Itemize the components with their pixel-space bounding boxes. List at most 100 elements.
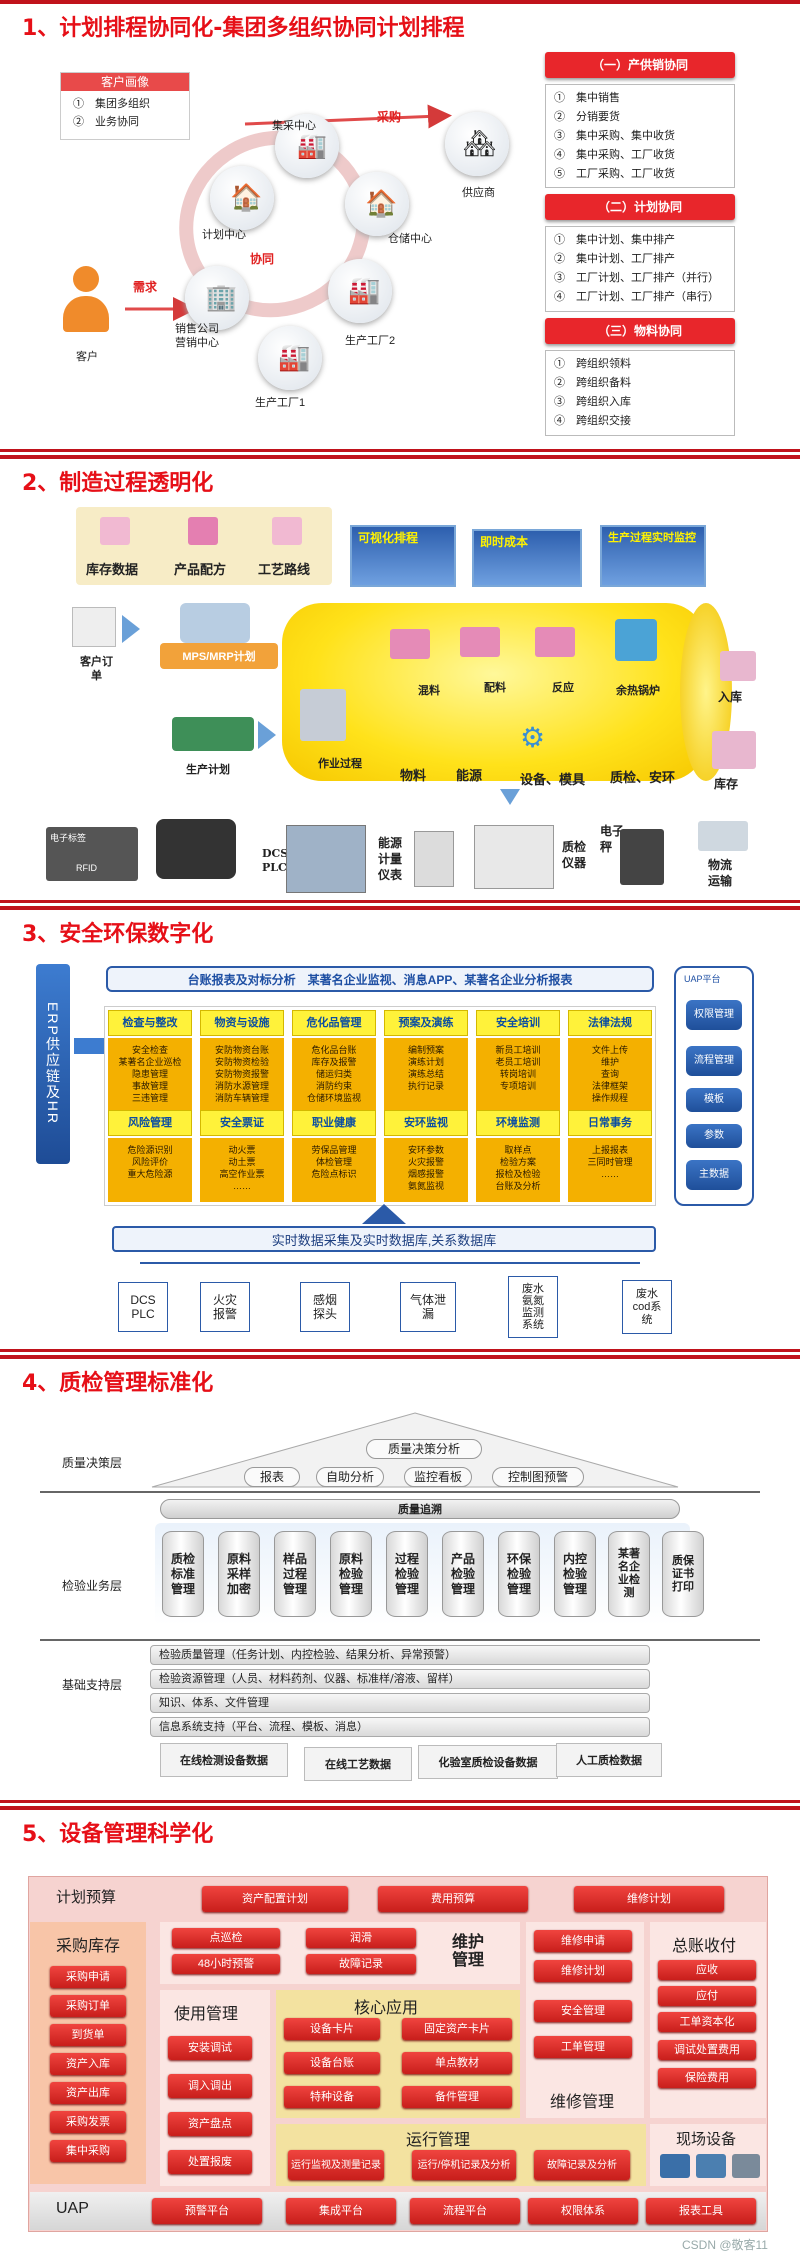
- use-item[interactable]: 资产盘点: [168, 2112, 252, 2136]
- inspection-module: 环保 检验 管理: [498, 1531, 540, 1617]
- use-item[interactable]: 安装调试: [168, 2036, 252, 2060]
- database-bar: 实时数据采集及实时数据库,关系数据库: [112, 1226, 656, 1252]
- uap-item[interactable]: 预警平台: [152, 2198, 262, 2224]
- node-cangchu: 🏠: [345, 172, 409, 236]
- uap-masterdata[interactable]: 主数据: [686, 1160, 742, 1190]
- label-supplier: 供应商: [462, 187, 495, 199]
- screen-scheduling: 可视化排程: [350, 525, 456, 587]
- plan-item[interactable]: 费用预算: [378, 1886, 528, 1912]
- gear-icon: ⚙: [520, 722, 546, 753]
- procure-item[interactable]: 采购订单: [50, 1995, 126, 2017]
- label-xiaoshou: 销售公司 营销中心: [175, 323, 219, 349]
- module-head: 法律法规: [568, 1010, 652, 1036]
- uap-item[interactable]: 集成平台: [286, 2198, 396, 2224]
- procure-label: 采购库存: [56, 1938, 121, 1955]
- label-plan: 生产计划: [186, 763, 230, 776]
- panel-equipment: 5、设备管理科学化 计划预算 资产配置计划 费用预算 维修计划 采购库存 采购申…: [0, 1806, 800, 2259]
- field-label: 现场设备: [676, 2131, 737, 2148]
- label-ruku: 入库: [718, 690, 743, 704]
- panel-quality: 4、质检管理标准化 质量决策层 检验业务层 基础支持层 质量决策分析 报表 自助…: [0, 1355, 800, 1803]
- label-jicai: 集采中心: [272, 120, 316, 132]
- core-item[interactable]: 设备卡片: [284, 2018, 380, 2040]
- repair-item[interactable]: 维修申请: [534, 1930, 632, 1952]
- module-head: 检查与整改: [108, 1010, 192, 1036]
- maint-item[interactable]: 润滑: [306, 1928, 416, 1948]
- label-zuoye: 作业过程: [318, 757, 362, 770]
- maint-item[interactable]: 点巡检: [172, 1928, 280, 1948]
- core-item[interactable]: 特种设备: [284, 2086, 380, 2108]
- factory-icon: 🏭: [348, 275, 381, 305]
- procure-item[interactable]: 资产出库: [50, 2082, 126, 2104]
- label-meter: 能源 计量 仪表: [378, 836, 403, 882]
- warehouse-icon: 🏭: [297, 133, 327, 160]
- label-route: 工艺路线: [258, 563, 311, 578]
- core-item[interactable]: 备件管理: [402, 2086, 512, 2108]
- procure-item[interactable]: 到货单: [50, 2024, 126, 2046]
- plan-label: 计划预算: [56, 1889, 117, 1906]
- use-item[interactable]: 调入调出: [168, 2074, 252, 2098]
- inspection-module: 样品 过程 管理: [274, 1531, 316, 1617]
- module-head: 安全培训: [476, 1010, 560, 1036]
- section-title: 4、质检管理标准化: [22, 1371, 214, 1396]
- double-arrow: [74, 1038, 104, 1054]
- uap-workflow[interactable]: 流程管理: [686, 1046, 742, 1076]
- repair-item[interactable]: 工单管理: [534, 2036, 632, 2058]
- support-bar: 检验资源管理（人员、材料药剂、仪器、标准样/溶液、留样）: [150, 1669, 650, 1689]
- factory-icon: 🏭: [278, 342, 311, 372]
- ledger-label: 总账收付: [672, 1938, 737, 1955]
- uap-template[interactable]: 模板: [686, 1088, 742, 1112]
- inspection-module: 原料 检验 管理: [330, 1531, 372, 1617]
- arrow-right: [258, 721, 276, 749]
- plan-item[interactable]: 维修计划: [574, 1886, 724, 1912]
- module-head: 日常事务: [568, 1110, 652, 1136]
- run-item[interactable]: 故障记录及分析: [534, 2150, 630, 2180]
- procure-item[interactable]: 采购申请: [50, 1966, 126, 1988]
- use-item[interactable]: 处置报废: [168, 2150, 252, 2174]
- uap-item[interactable]: 权限体系: [528, 2198, 638, 2224]
- uap-item[interactable]: 报表工具: [646, 2198, 756, 2224]
- ledger-item[interactable]: 保险费用: [658, 2068, 756, 2088]
- computer-icon: [180, 603, 250, 643]
- module-body: 上报报表 三同时管理 ……: [568, 1138, 652, 1202]
- ledger-item[interactable]: 应收: [658, 1960, 756, 1980]
- plan-item[interactable]: 资产配置计划: [202, 1886, 348, 1912]
- machine-icon: [732, 2154, 760, 2178]
- decision-item: 监控看板: [404, 1467, 472, 1487]
- input-data-box: 库存数据 产品配方 工艺路线: [76, 507, 332, 585]
- repair-item[interactable]: 安全管理: [534, 2000, 632, 2022]
- data-source-box: 化验室质检设备数据: [418, 1745, 558, 1779]
- uap-params[interactable]: 参数: [686, 1124, 742, 1148]
- ledger-item[interactable]: 工单资本化: [658, 2012, 756, 2032]
- plan-icon: [172, 717, 254, 751]
- inspection-module: 质保 证书 打印: [662, 1531, 704, 1617]
- flow-xuqiu: 需求: [133, 280, 158, 294]
- label-gc2: 生产工厂2: [345, 335, 396, 347]
- procure-item[interactable]: 采购发票: [50, 2111, 126, 2133]
- ledger-item[interactable]: 调试处置费用: [658, 2040, 756, 2060]
- procure-item[interactable]: 集中采购: [50, 2140, 126, 2162]
- maint-item[interactable]: 48小时预警: [172, 1954, 280, 1974]
- maint-item[interactable]: 故障记录: [306, 1954, 416, 1974]
- layer-divider: [40, 1491, 760, 1493]
- run-item[interactable]: 运行监视及测量记录: [288, 2150, 384, 2180]
- module-head: 危化品管理: [292, 1010, 376, 1036]
- label-cangchu: 仓储中心: [388, 233, 432, 245]
- core-item[interactable]: 设备台账: [284, 2052, 380, 2074]
- uap-permission[interactable]: 权限管理: [686, 1000, 742, 1030]
- module-head: 环境监测: [476, 1110, 560, 1136]
- repair-item[interactable]: 维修计划: [534, 1960, 632, 1982]
- run-item[interactable]: 运行/停机记录及分析: [412, 2150, 516, 2180]
- label-peiliao: 配料: [484, 681, 506, 694]
- order-icon: [72, 607, 116, 647]
- label-hunliao: 混料: [418, 684, 440, 697]
- ledger-item[interactable]: 应付: [658, 1986, 756, 2006]
- core-item[interactable]: 固定资产卡片: [402, 2018, 512, 2040]
- uap-item[interactable]: 流程平台: [410, 2198, 520, 2224]
- truck-icon: [698, 821, 748, 851]
- group-head: （一）产供销协同: [545, 52, 735, 78]
- core-item[interactable]: 单点教材: [402, 2052, 512, 2074]
- procure-item[interactable]: 资产入库: [50, 2053, 126, 2075]
- label-wuliao: 物料: [400, 769, 427, 784]
